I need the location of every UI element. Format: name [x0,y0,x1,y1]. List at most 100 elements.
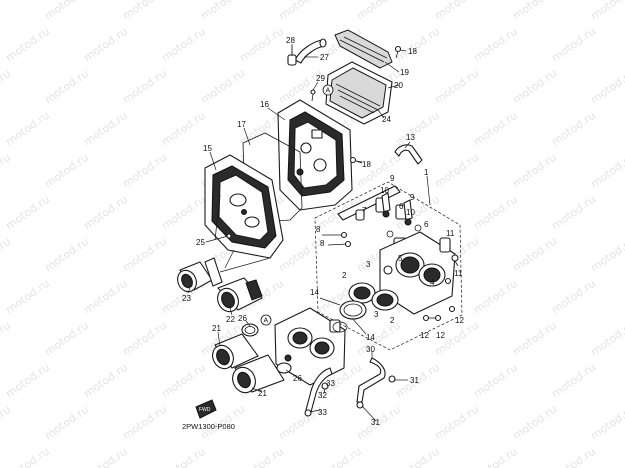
clamp-2-lower[interactable] [339,300,367,320]
part-label-18: 18 [408,47,417,56]
watermark-text: motod.ru [432,403,481,443]
air-box-cover-15[interactable] [204,154,284,259]
bolt-12[interactable] [422,305,456,322]
throttle-body-4-right[interactable] [379,231,456,315]
reference-letter-lower: A [264,318,269,325]
part-label-25: 25 [196,238,205,247]
intake-duct-21-lower[interactable] [229,354,285,396]
o-ring-6[interactable] [386,224,422,238]
watermark-text: motod.ru [0,235,13,275]
watermark-text: motod.ru [510,67,559,107]
watermark-text: motod.ru [0,0,13,22]
injector-9[interactable] [381,192,391,218]
reference-letter-upper: A [326,88,331,95]
part-label-11-a: 11 [446,229,455,238]
watermark-text: motod.ru [510,0,559,22]
diagram-code: 2PW1300-P080 [182,422,235,431]
assembly-boundary-1 [314,181,463,351]
fwd-arrow-icon: FWD [195,399,217,419]
watermark-text: motod.ru [588,67,625,107]
watermark-text: motod.ru [315,445,364,468]
hose-13[interactable] [394,144,423,165]
part-label-8-b: 8 [320,239,325,248]
watermark-text: motod.ru [159,193,208,233]
part-label-12-b: 12 [436,331,445,340]
watermark-text: motod.ru [471,277,520,317]
injector-10[interactable] [403,199,413,226]
watermark-text: motod.ru [3,277,52,317]
watermark-text: motod.ru [549,277,598,317]
intake-duct-21-upper[interactable] [209,333,259,372]
part-label-33-b: 33 [318,408,327,417]
watermark-text: motod.ru [42,67,91,107]
screw-25[interactable] [205,233,232,243]
part-label-26-b: 26 [293,374,302,383]
reference-mark-a-lower [260,314,272,326]
watermark-text: motod.ru [393,445,442,468]
watermark-text: motod.ru [42,0,91,22]
watermark-text: motod.ru [510,403,559,443]
watermark-text: motod.ru [276,235,325,275]
fwd-label: FWD [199,407,211,413]
intake-duct-23[interactable] [174,257,223,295]
leader-lines [187,44,431,422]
watermark-text: motod.ru [159,361,208,401]
watermark-text: motod.ru [42,151,91,191]
watermark-text: motod.ru [549,25,598,65]
bolt-8-left[interactable] [322,231,352,248]
element-cover-19[interactable] [334,29,393,69]
breather-hose-27[interactable] [294,38,327,64]
part-label-21-b: 21 [258,389,267,398]
watermark-text: motod.ru [159,445,208,468]
part-label-14-a: 14 [310,288,319,297]
hose-30[interactable] [356,357,396,409]
throttle-body-lower[interactable] [274,307,346,386]
part-label-27: 27 [320,53,329,62]
bolt-11[interactable] [444,254,459,285]
part-label-3-b: 3 [374,310,379,319]
part-label-17: 17 [237,120,246,129]
watermark-text: motod.ru [354,151,403,191]
watermark-text: motod.ru [432,0,481,22]
part-label-20: 20 [394,81,403,90]
clamp-26-upper[interactable] [241,323,259,337]
clamp-14-lower[interactable] [332,321,348,333]
part-label-1: 1 [424,168,429,177]
watermark-text: motod.ru [159,25,208,65]
air-box-case-16[interactable] [277,99,353,211]
watermark-text: motod.ru [81,193,130,233]
watermark-text: motod.ru [198,0,247,22]
watermark-text: motod.ru [81,361,130,401]
intake-duct-22[interactable] [214,277,263,315]
watermark-text: motod.ru [393,25,442,65]
part-label-9-a: 9 [390,174,395,183]
part-label-21-a: 21 [212,324,221,333]
watermark-text: motod.ru [0,403,13,443]
part-label-31-b: 31 [371,418,380,427]
watermark-text: motod.ru [3,193,52,233]
bolt-18-top[interactable] [394,45,402,59]
part-label-33-a: 33 [326,379,335,388]
watermark-text: motod.ru [3,109,52,149]
watermark-text: motod.ru [3,25,52,65]
watermark-text: motod.ru [471,193,520,233]
part-label-2-b: 2 [390,316,395,325]
part-label-12-a: 12 [420,331,429,340]
watermark-text: motod.ru [81,277,130,317]
bolt-18-mid[interactable] [349,156,363,164]
intake-joint-2-upper[interactable] [348,282,376,304]
watermark-text: motod.ru [549,445,598,468]
part-label-22: 22 [226,315,235,324]
intake-joint-3-upper[interactable] [371,289,399,311]
watermark-text: motod.ru [588,319,625,359]
watermark-text: motod.ru [471,361,520,401]
watermark-text: motod.ru [276,0,325,22]
part-label-10-b: 10 [406,208,415,217]
bolt-29[interactable] [310,89,316,102]
air-filter-element-20[interactable] [325,61,393,125]
watermark-text: motod.ru [510,319,559,359]
watermark-text: motod.ru [81,109,130,149]
watermark-text: motod.ru [432,67,481,107]
part-label-31-a: 31 [410,376,419,385]
watermark-text: motod.ru [354,319,403,359]
